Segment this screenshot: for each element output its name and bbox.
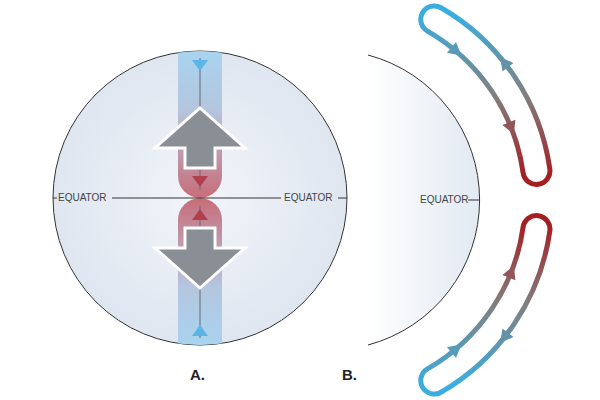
convection-loop	[421, 216, 550, 395]
flow-arrowhead	[447, 344, 461, 358]
flow-arrowhead	[447, 42, 461, 56]
equator-label: EQUATOR	[284, 192, 333, 204]
equator-line	[468, 200, 480, 201]
panel-letter: A.	[190, 366, 205, 384]
convection-loops	[421, 6, 550, 394]
equator-label: EQUATOR	[58, 192, 107, 204]
panel-letter: B.	[342, 366, 357, 384]
circulation-arrow-south	[155, 198, 245, 366]
flow-arrowhead	[502, 120, 515, 135]
flow-arrowhead	[500, 57, 514, 72]
half-globe-arc	[368, 55, 480, 345]
loop-path	[421, 216, 550, 395]
convection-loop	[421, 6, 550, 185]
flow-arrowhead	[502, 266, 515, 281]
loop-path	[421, 6, 550, 185]
half-globe-fill	[368, 55, 480, 345]
circulation-arrow-north	[155, 30, 245, 198]
flow-arrowhead	[500, 328, 514, 343]
equator-label: EQUATOR	[420, 194, 469, 206]
